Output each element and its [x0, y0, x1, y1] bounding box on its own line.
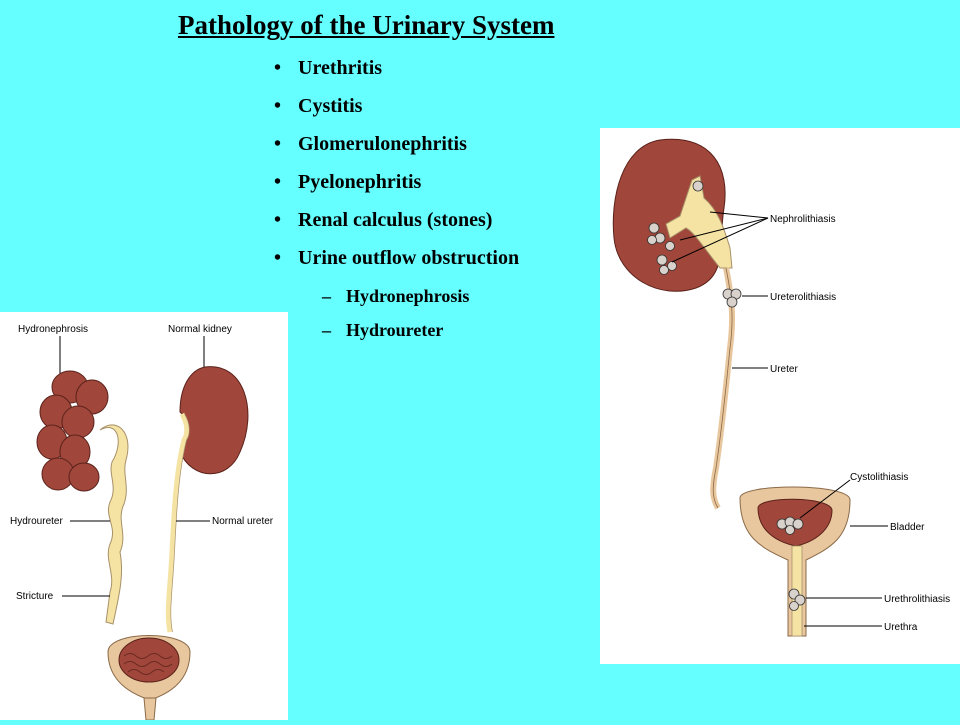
hydronephrosis-illustration: Hydronephrosis Normal kidney Hydroureter… — [10, 324, 274, 721]
label-stricture: Stricture — [16, 591, 54, 602]
label-hydroureter: Hydroureter — [10, 516, 63, 527]
label-bladder: Bladder — [890, 522, 925, 533]
bullet-item: Renal calculus (stones) — [272, 206, 519, 244]
label-ureterolithiasis: Ureterolithiasis — [770, 292, 836, 303]
bullet-item: Glomerulonephritis — [272, 130, 519, 168]
sub-bullet-item: Hydronephrosis — [322, 284, 469, 318]
hydronephrotic-kidney — [36, 370, 109, 492]
urolithiasis-diagram: Nephrolithiasis Ureterolithiasis Ureter … — [600, 128, 960, 664]
label-nephrolithiasis: Nephrolithiasis — [770, 214, 836, 225]
bullet-item: Cystitis — [272, 92, 519, 130]
bladder-shape — [107, 635, 191, 721]
urethra-stones — [788, 588, 806, 611]
bullet-item: Pyelonephritis — [272, 168, 519, 206]
sub-bullet-list: Hydronephrosis Hydroureter — [322, 284, 469, 352]
label-urethra: Urethra — [884, 622, 918, 633]
hydroureter-shape — [99, 424, 129, 625]
kidney-stones — [647, 180, 704, 275]
bullet-item: Urine outflow obstruction — [272, 244, 519, 282]
label-normal-ureter: Normal ureter — [212, 516, 274, 527]
label-cystolithiasis: Cystolithiasis — [850, 472, 908, 483]
label-urethrolithiasis: Urethrolithiasis — [884, 594, 950, 605]
ureter-stones — [722, 288, 742, 308]
bladder-stone-shape — [739, 486, 851, 637]
normal-ureter-shape — [165, 412, 190, 633]
normal-kidney-shape — [179, 366, 249, 475]
bladder-stones — [776, 516, 804, 535]
label-hydronephrosis: Hydronephrosis — [18, 324, 88, 335]
slide-title: Pathology of the Urinary System — [178, 10, 555, 40]
bullet-list: Urethritis Cystitis Glomerulonephritis P… — [272, 54, 519, 282]
bullet-item: Urethritis — [272, 54, 519, 92]
urolithiasis-illustration: Nephrolithiasis Ureterolithiasis Ureter … — [612, 138, 950, 637]
hydronephrosis-diagram: Hydronephrosis Normal kidney Hydroureter… — [0, 312, 288, 721]
label-ureter: Ureter — [770, 364, 798, 375]
sub-bullet-item: Hydroureter — [322, 318, 469, 352]
renal-pelvis-shape — [665, 175, 733, 269]
label-normal-kidney: Normal kidney — [168, 324, 232, 335]
